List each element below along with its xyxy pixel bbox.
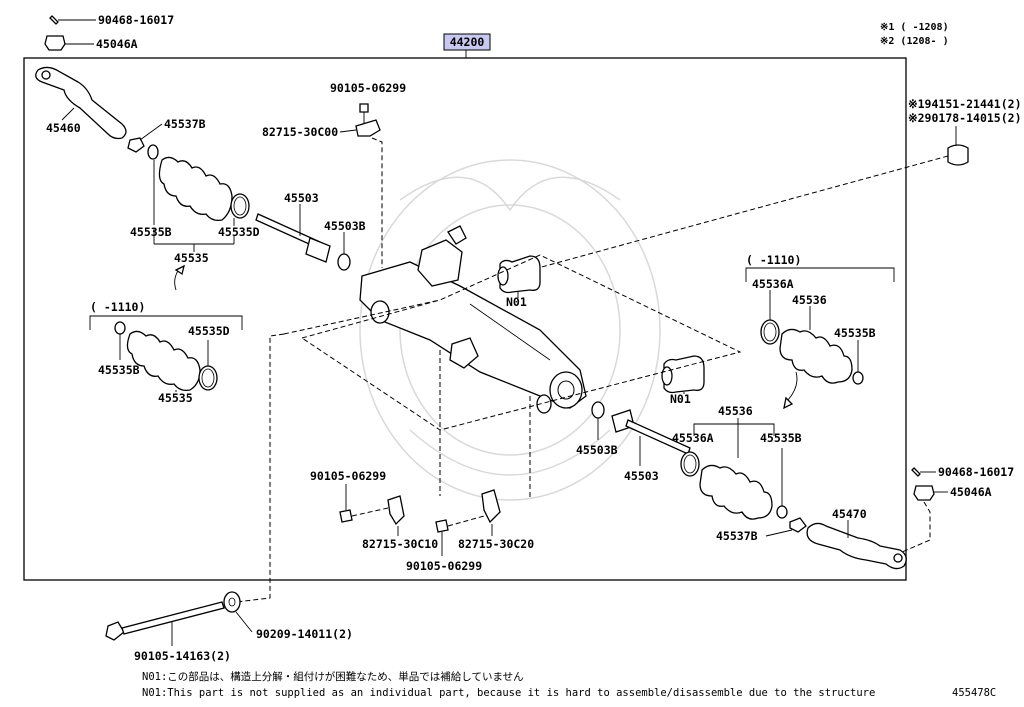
label-45535D-left[interactable]: 45535D bbox=[188, 324, 230, 338]
bracket-82715-30C00[interactable] bbox=[355, 119, 381, 137]
label-45536-lower[interactable]: 45536 bbox=[718, 404, 753, 418]
label-45535B-top[interactable]: 45535B bbox=[130, 225, 172, 239]
boot-45535-top[interactable] bbox=[158, 156, 233, 222]
label-45503-top[interactable]: 45503 bbox=[284, 191, 319, 205]
label-n01-a[interactable]: N01 bbox=[506, 295, 527, 309]
boot-45535-left[interactable] bbox=[126, 330, 201, 392]
nut-45537B-top[interactable] bbox=[127, 137, 145, 153]
footnote-jp: N01:この部品は、構造上分解・組付けが困難なため、単品では補給していません bbox=[142, 670, 524, 683]
legend-mark-2: ※2 (1208- ) bbox=[880, 36, 949, 47]
bracket-82715-30C20[interactable] bbox=[481, 489, 501, 524]
bolt-90105-14163[interactable] bbox=[105, 601, 225, 641]
assembly-frame bbox=[23, 57, 907, 581]
label-90178[interactable]: ※290178-14015(2) bbox=[908, 111, 1022, 125]
label-45503B-right[interactable]: 45503B bbox=[576, 443, 618, 457]
nut-45537B-lower[interactable] bbox=[789, 517, 807, 533]
assembly-number[interactable]: 44200 bbox=[450, 35, 485, 49]
steering-rack-body[interactable] bbox=[359, 225, 587, 414]
bolt-90105-06299-mid[interactable] bbox=[339, 509, 353, 523]
nut-45046A-right[interactable] bbox=[913, 485, 948, 501]
tie-rod-45503-right[interactable] bbox=[611, 409, 691, 455]
label-45535D-top[interactable]: 45535D bbox=[218, 225, 260, 239]
bushing-n01-b[interactable] bbox=[661, 355, 705, 394]
label-82715-30C10[interactable]: 82715-30C10 bbox=[362, 537, 438, 551]
label-45470[interactable]: 45470 bbox=[832, 507, 867, 521]
label-90209-14011[interactable]: 90209-14011(2) bbox=[256, 627, 353, 641]
nut-45046A-top[interactable] bbox=[44, 35, 94, 51]
watermark-emblem bbox=[359, 159, 661, 501]
label-45537B-lower[interactable]: 45537B bbox=[716, 529, 758, 543]
bolt-90105-06299-top[interactable] bbox=[359, 103, 369, 124]
label-45535-left[interactable]: 45535 bbox=[158, 391, 193, 405]
label-range-right[interactable]: ( -1110) bbox=[746, 253, 801, 267]
label-45535B-lower[interactable]: 45535B bbox=[760, 431, 802, 445]
illustration-number: 455478C bbox=[952, 687, 996, 699]
label-45537B-top[interactable]: 45537B bbox=[164, 117, 206, 131]
clamp-45535B-left[interactable] bbox=[114, 321, 126, 335]
clamp-45536A-lower[interactable] bbox=[680, 451, 700, 477]
footnote-en: N01:This part is not supplied as an indi… bbox=[142, 687, 875, 699]
label-45046A-top[interactable]: 45046A bbox=[96, 37, 138, 51]
assembly-number-box[interactable] bbox=[443, 33, 491, 51]
clamp-45535B-upper[interactable] bbox=[852, 371, 864, 385]
label-82715-30C00[interactable]: 82715-30C00 bbox=[262, 125, 338, 139]
label-45460[interactable]: 45460 bbox=[46, 121, 81, 135]
label-90105-14163[interactable]: 90105-14163(2) bbox=[134, 649, 231, 663]
label-45535B-upper[interactable]: 45535B bbox=[834, 326, 876, 340]
label-90105-06299-bot[interactable]: 90105-06299 bbox=[406, 559, 482, 573]
bolt-90105-06299-bot[interactable] bbox=[435, 519, 449, 533]
label-45535-top[interactable]: 45535 bbox=[174, 251, 209, 265]
nut-94151-90178[interactable] bbox=[947, 144, 969, 166]
clamp-45535B-top[interactable] bbox=[147, 144, 159, 160]
label-82715-30C20[interactable]: 82715-30C20 bbox=[458, 537, 534, 551]
label-45536A-lower[interactable]: 45536A bbox=[672, 431, 714, 445]
label-45046A-right[interactable]: 45046A bbox=[950, 485, 992, 499]
label-n01-b[interactable]: N01 bbox=[670, 392, 691, 406]
bolt-90468-right[interactable] bbox=[911, 467, 936, 477]
label-45536A-upper[interactable]: 45536A bbox=[752, 277, 794, 291]
clamp-45536A-upper[interactable] bbox=[760, 319, 780, 345]
label-94151[interactable]: ※194151-21441(2) bbox=[908, 97, 1022, 111]
label-45535B-left[interactable]: 45535B bbox=[98, 363, 140, 377]
label-90468-top[interactable]: 90468-16017 bbox=[98, 13, 174, 27]
bracket-82715-30C10[interactable] bbox=[387, 495, 405, 526]
washer-90209-14011[interactable] bbox=[223, 591, 241, 613]
clamp-45535D-left[interactable] bbox=[198, 365, 218, 391]
legend-mark-1: ※1 ( -1208) bbox=[880, 22, 949, 33]
washer-45503B-left[interactable] bbox=[337, 253, 351, 271]
bushing-n01-a[interactable] bbox=[497, 255, 541, 294]
label-45536-upper[interactable]: 45536 bbox=[792, 293, 827, 307]
label-90468-right[interactable]: 90468-16017 bbox=[938, 465, 1014, 479]
label-45503-right[interactable]: 45503 bbox=[624, 469, 659, 483]
label-90105-06299-top[interactable]: 90105-06299 bbox=[330, 81, 406, 95]
label-45503B-top[interactable]: 45503B bbox=[324, 219, 366, 233]
boot-45536-lower[interactable] bbox=[699, 464, 773, 520]
washer-45503B-right[interactable] bbox=[591, 401, 605, 419]
clamp-45535D-top[interactable] bbox=[230, 193, 250, 219]
label-range-left[interactable]: ( -1110) bbox=[90, 300, 145, 314]
tie-rod-45503-left[interactable] bbox=[255, 213, 331, 263]
label-90105-06299-mid[interactable]: 90105-06299 bbox=[310, 469, 386, 483]
tie-rod-end-45470[interactable] bbox=[806, 522, 907, 570]
boot-45536-upper[interactable] bbox=[779, 328, 853, 384]
tie-rod-end-45460[interactable] bbox=[35, 66, 127, 140]
bolt-90468-top[interactable] bbox=[49, 15, 96, 25]
clamp-45535B-lower[interactable] bbox=[776, 505, 788, 519]
